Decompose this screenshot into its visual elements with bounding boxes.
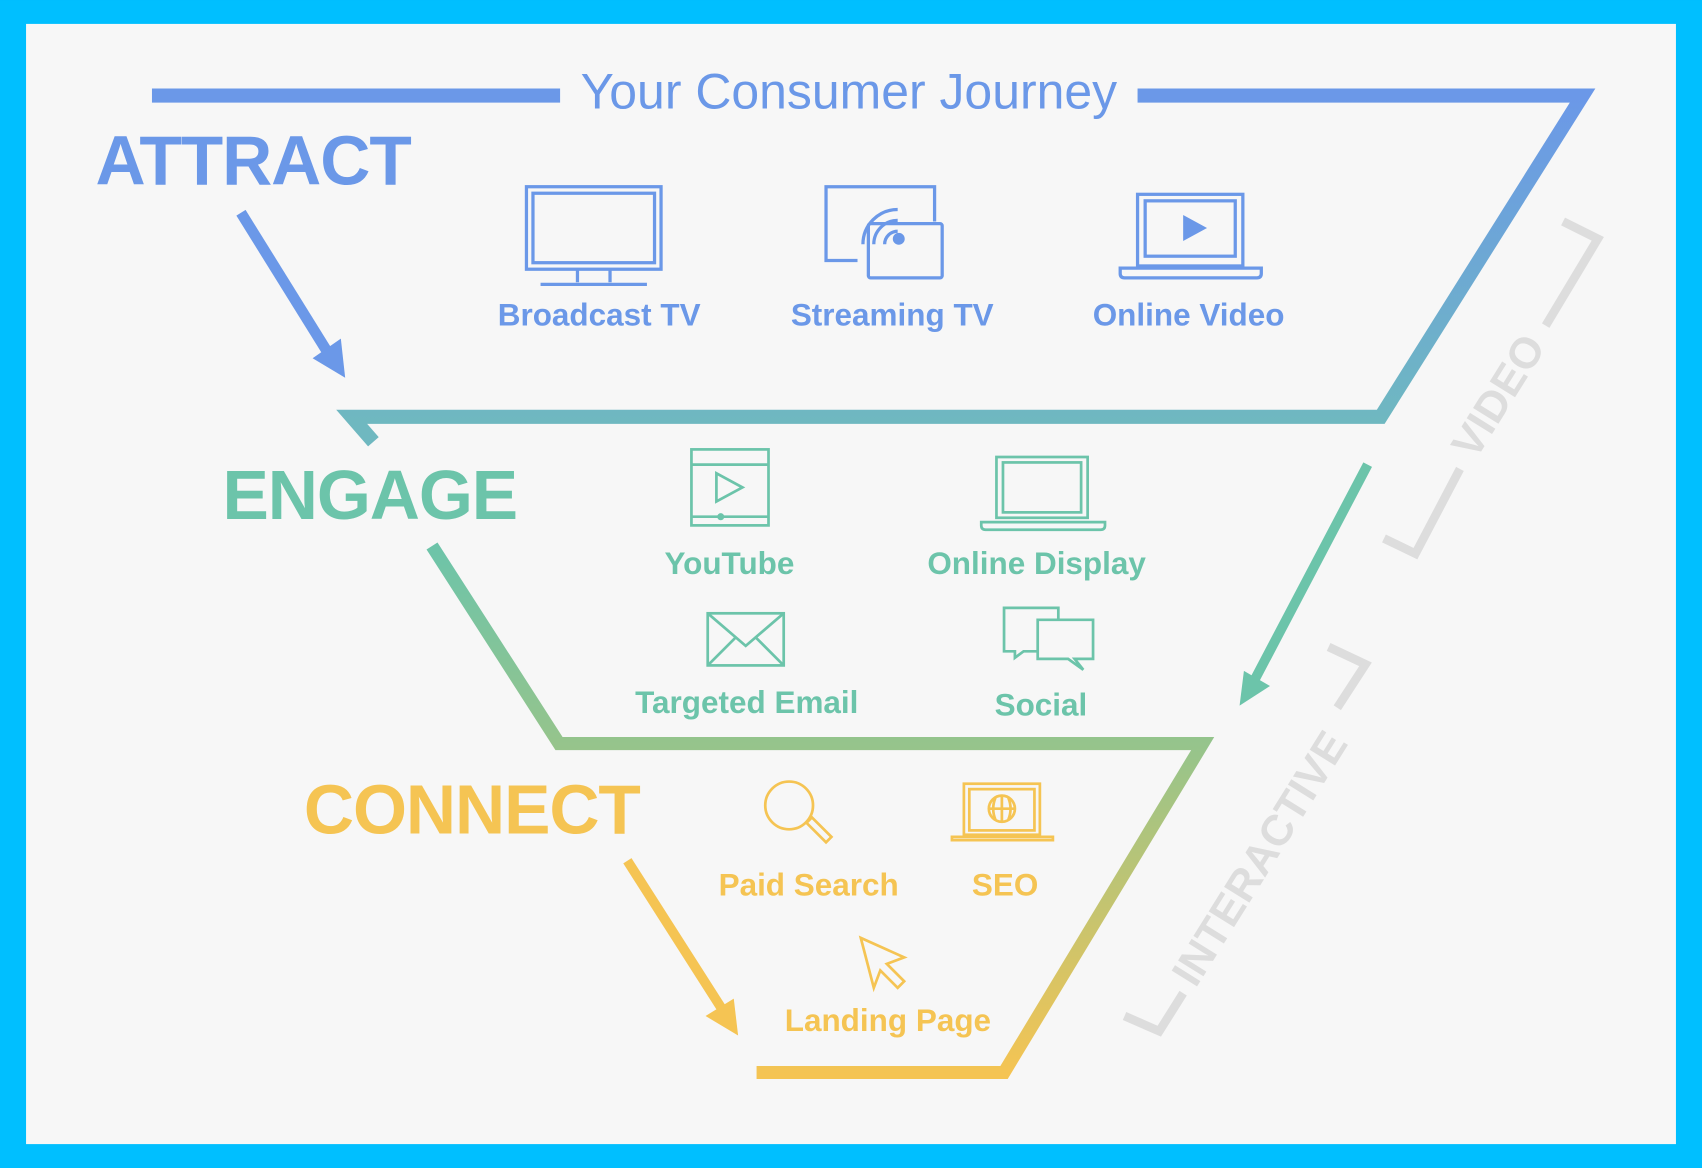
video-player-icon — [690, 448, 770, 527]
item-targeted-email: Targeted Email — [635, 685, 858, 720]
chat-bubbles-icon — [1002, 606, 1095, 671]
item-landing-page: Landing Page — [785, 1003, 991, 1038]
stage-attract: ATTRACT — [96, 122, 412, 200]
item-broadcast-tv: Broadcast TV — [498, 298, 701, 333]
magnifier-icon — [763, 780, 834, 845]
laptop-icon — [979, 455, 1107, 532]
cast-icon — [824, 185, 944, 280]
page-title: Your Consumer Journey — [581, 64, 1118, 120]
item-paid-search: Paid Search — [719, 868, 899, 903]
laptop-play-icon — [1118, 192, 1263, 280]
panel — [26, 23, 1676, 1145]
interactive-bracket — [1122, 643, 1372, 1037]
video-bracket — [1382, 217, 1604, 560]
engage-funnel-outline — [426, 542, 1215, 1079]
attract-arrow — [236, 209, 346, 378]
item-youtube: YouTube — [664, 546, 794, 581]
envelope-icon — [706, 611, 786, 667]
item-streaming-tv: Streaming TV — [791, 298, 994, 333]
connect-arrow — [623, 858, 739, 1036]
stage-engage: ENGAGE — [223, 456, 518, 534]
item-online-display: Online Display — [927, 546, 1146, 581]
engage-arrow — [1239, 462, 1373, 706]
attract-funnel-outline — [336, 88, 1596, 447]
item-seo: SEO — [972, 868, 1038, 903]
laptop-globe-icon — [950, 782, 1055, 842]
stage-connect: CONNECT — [304, 771, 640, 849]
cursor-icon — [858, 935, 908, 993]
item-online-video: Online Video — [1093, 298, 1285, 333]
item-social: Social — [995, 687, 1088, 722]
tv-icon — [524, 185, 663, 287]
